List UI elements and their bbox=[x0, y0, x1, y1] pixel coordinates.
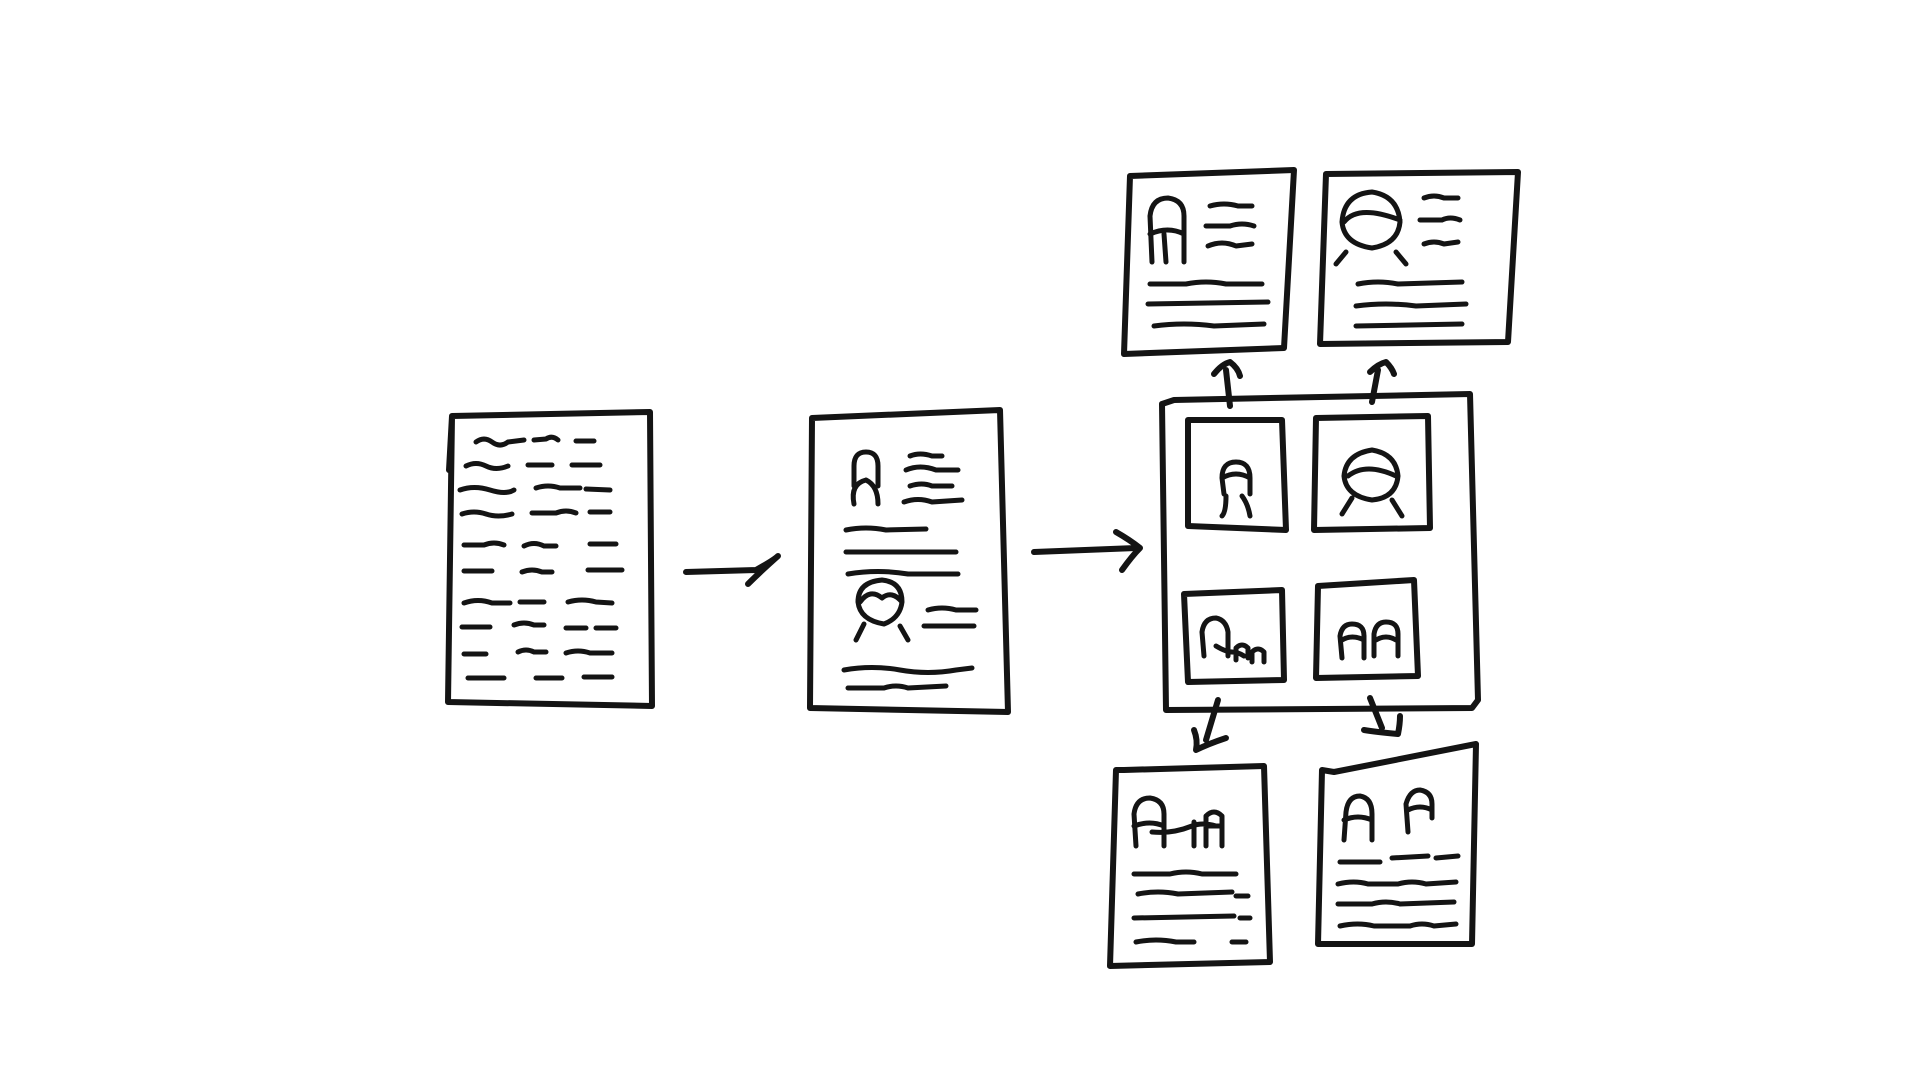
profile-document-frame bbox=[807, 407, 1011, 715]
arrow-grid-to-card-bottom-right bbox=[1361, 695, 1403, 737]
photo-grid-frame bbox=[1159, 391, 1481, 713]
source-document-frame bbox=[445, 409, 655, 709]
source-document bbox=[445, 409, 655, 709]
profile-card-frame bbox=[1315, 741, 1479, 947]
woman-icon bbox=[853, 577, 911, 643]
woman-icon bbox=[1333, 189, 1409, 267]
profile-card-icon bbox=[1333, 189, 1469, 329]
pair-icon bbox=[1341, 787, 1435, 843]
photo-tile-person bbox=[1185, 417, 1289, 533]
person-icon bbox=[1147, 195, 1187, 265]
profile-card-frame bbox=[1107, 763, 1273, 969]
pair-icon bbox=[1337, 619, 1401, 661]
photo-tile-group bbox=[1181, 587, 1287, 685]
photo-grid-icon bbox=[1181, 413, 1433, 685]
photo-tile-woman bbox=[1311, 413, 1433, 533]
photo-grid-board bbox=[1159, 391, 1481, 713]
profile-card-icon bbox=[1335, 787, 1461, 929]
group-icon bbox=[1199, 615, 1267, 665]
woman-icon bbox=[1339, 447, 1405, 519]
people-profile-document bbox=[807, 407, 1011, 715]
group-icon bbox=[1131, 795, 1225, 849]
text-document-icon bbox=[457, 434, 625, 681]
arrow-profile-to-grid bbox=[1031, 529, 1143, 573]
profile-card-group bbox=[1107, 763, 1273, 969]
profile-card-frame bbox=[1121, 167, 1297, 357]
profile-card-frame bbox=[1317, 169, 1521, 347]
arrow-grid-to-card-bottom-left bbox=[1191, 697, 1229, 753]
photo-tile-pair bbox=[1313, 577, 1421, 681]
profile-card-woman bbox=[1317, 169, 1521, 347]
profile-card-single-person bbox=[1121, 167, 1297, 357]
profile-card-icon bbox=[1145, 195, 1271, 329]
arrow-source-to-profile bbox=[683, 553, 781, 587]
person-icon bbox=[850, 449, 881, 507]
person-icon bbox=[1219, 459, 1253, 519]
profile-card-icon bbox=[1131, 795, 1253, 945]
arrow-grid-to-card-top-right bbox=[1367, 359, 1397, 405]
arrow-grid-to-card-top-left bbox=[1211, 359, 1243, 409]
profile-document-icon bbox=[841, 449, 979, 691]
profile-card-pair bbox=[1315, 741, 1479, 947]
